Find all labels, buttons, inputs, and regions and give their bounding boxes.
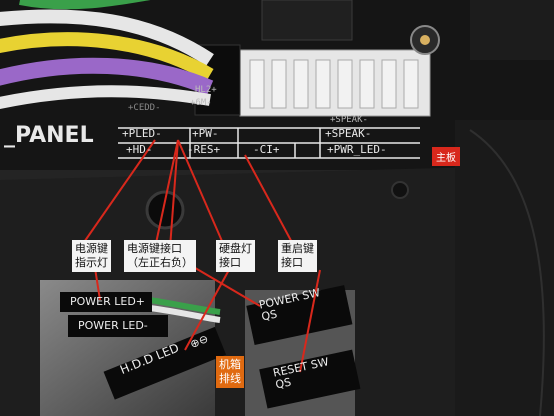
label-power-led: 电源键 指示灯: [72, 240, 111, 272]
pointer-to-hdd-cable: [184, 267, 231, 351]
pointer-pw-right: [169, 139, 179, 249]
header-housing: [239, 49, 431, 117]
power-led-minus-connector: [68, 315, 168, 337]
pointer-res: [244, 154, 296, 249]
silk-pwr-led: +PWR_LED-: [327, 143, 387, 156]
cable-text-power-led-plus: POWER LED+: [70, 295, 146, 308]
case-hole-small: [391, 181, 409, 199]
label-hdd-led: 硬盘灯 接口: [216, 240, 255, 272]
silk-res: -RES+: [187, 143, 221, 156]
wire-white-2: [0, 85, 211, 110]
reset-sw-connector: [259, 349, 361, 409]
power-led-plus-connector: [60, 292, 152, 312]
silk-small-2: +6M-: [190, 98, 212, 108]
board-capacitor-top: [420, 35, 430, 45]
cable-wire-green: [149, 297, 221, 315]
silk-pw: +PW-: [192, 127, 219, 140]
pointer-to-reset-cable: [299, 269, 321, 373]
case-edge: [455, 120, 554, 416]
motherboard-tag: 主板: [432, 147, 460, 166]
board-chip: [261, 0, 353, 41]
silk-small-4: +SPEAK-: [330, 115, 368, 125]
silk-pled: +PLED-: [122, 127, 162, 140]
pointer-to-led-cable: [94, 267, 101, 301]
power-sw-connector: [246, 285, 353, 346]
pointer-lines: [79, 139, 321, 373]
pointer-to-power-sw: [184, 261, 261, 307]
board-corner: [470, 0, 554, 60]
pointer-hdd: [177, 139, 226, 249]
wire-green: [19, 0, 151, 10]
label-case-wires: 机箱 排线: [216, 356, 244, 388]
label-power-switch: 电源键接口 （左正右负）: [124, 240, 196, 272]
label-reset: 重启键 接口: [278, 240, 317, 272]
hdd-led-connector: [103, 326, 227, 400]
pointer-pw-left: [154, 139, 179, 249]
wire-white: [0, 9, 214, 66]
silkscreen-lines: [118, 127, 420, 159]
front-panel-header: [239, 49, 431, 117]
case-curve: [469, 129, 545, 416]
pointer-pled: [79, 139, 156, 249]
silk-small-3: +CEDD-: [128, 103, 161, 113]
silk-ci: -CI+: [253, 143, 280, 156]
silk-speak: +SPEAK-: [325, 127, 372, 140]
wire-yellow: [0, 32, 214, 82]
silk-small-1: HL2+: [195, 85, 217, 95]
cable-wire-white: [149, 305, 221, 323]
silk-hd: +HD-: [126, 143, 153, 156]
wire-purple: [0, 57, 214, 96]
silk-panel-text: _PANEL: [4, 123, 94, 148]
cable-text-power-led-minus: POWER LED-: [78, 319, 148, 332]
